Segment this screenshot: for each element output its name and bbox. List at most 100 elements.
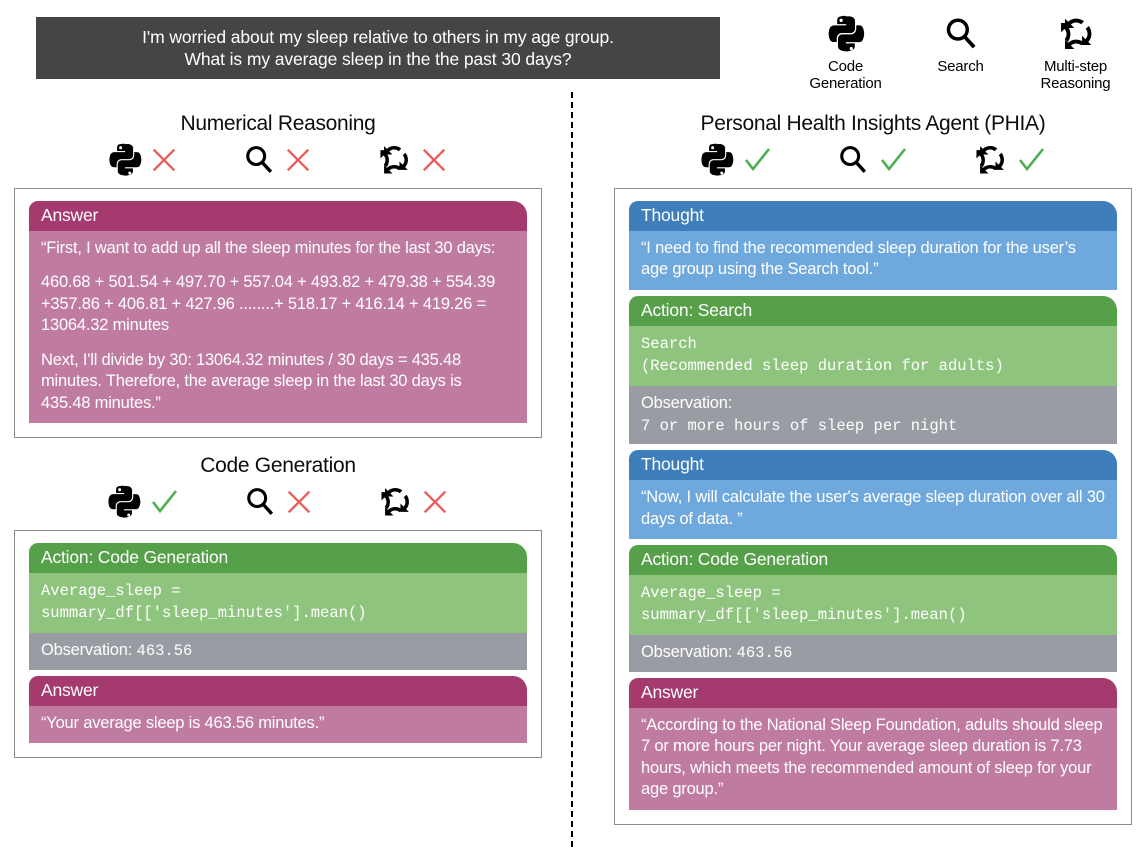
cross-icon: [284, 487, 314, 522]
answer-paragraph-1: “First, I want to add up all the sleep m…: [41, 239, 496, 257]
spacer: [41, 337, 515, 350]
capability-multistep-reasoning: [971, 141, 1047, 184]
python-icon: [107, 141, 143, 184]
thought-card-header: Thought: [629, 201, 1117, 231]
section-title-numerical-reasoning: Numerical Reasoning: [180, 112, 376, 135]
action-card: Action: Code Generation Average_sleep = …: [29, 543, 527, 670]
phia-panel: Thought “I need to find the recommended …: [614, 188, 1132, 825]
cross-icon: [420, 487, 450, 522]
legend-label-line-2: Reasoning: [1040, 74, 1111, 92]
observation-label: Observation:: [641, 393, 733, 412]
action-card-header: Action: Search: [629, 295, 1117, 326]
python-icon: [699, 141, 735, 184]
multistep-reasoning-icon: [376, 483, 414, 526]
legend-label-line-1: Search: [937, 58, 984, 75]
action-card-code: Average_sleep = summary_df[['sleep_minut…: [29, 573, 527, 634]
thought-card-header: Thought: [629, 450, 1117, 481]
observation-row: Observation: 463.56: [29, 633, 527, 670]
legend-item-code-generation: Code Generation: [788, 12, 903, 104]
observation-label: Observation:: [641, 643, 733, 662]
action-card-header: Action: Code Generation: [629, 545, 1117, 576]
question-banner: I'm worried about my sleep relative to o…: [36, 17, 720, 79]
action-card-code: Average_sleep = summary_df[['sleep_minut…: [629, 575, 1117, 636]
multistep-reasoning-icon: [375, 141, 413, 184]
python-icon: [106, 483, 142, 526]
capability-search: [242, 483, 314, 526]
answer-card: Answer “Your average sleep is 463.56 min…: [29, 675, 527, 743]
multistep-reasoning-icon: [1055, 12, 1097, 56]
thought-card-2: Thought “Now, I will calculate the user'…: [629, 450, 1117, 540]
capability-row-phia: [614, 136, 1132, 188]
cross-icon: [283, 145, 313, 180]
capability-row-code-generation: [14, 478, 542, 530]
observation-label: Observation:: [41, 641, 133, 660]
capability-python: [699, 141, 773, 184]
capability-multistep-reasoning: [375, 141, 449, 184]
cross-icon: [149, 145, 179, 180]
capability-search: [241, 141, 313, 184]
legend-item-multistep-reasoning: Multi-step Reasoning: [1018, 12, 1133, 104]
search-icon: [941, 12, 981, 56]
answer-card-header: Answer: [629, 677, 1117, 708]
section-title-code-generation: Code Generation: [200, 454, 356, 478]
section-title-phia: Personal Health Insights Agent (PHIA): [700, 112, 1046, 135]
code-line-1: Average_sleep =: [41, 582, 181, 601]
spacer: [41, 259, 515, 272]
answer-card-header: Answer: [29, 675, 527, 706]
answer-card-body: “Your average sleep is 463.56 minutes.”: [29, 705, 527, 743]
python-icon: [826, 12, 866, 56]
observation-row: Observation: 463.56: [629, 635, 1117, 672]
right-column: Personal Health Insights Agent (PHIA): [614, 112, 1132, 825]
question-line-2: What is my average sleep in the the past…: [184, 49, 572, 69]
answer-card: Answer “First, I want to add up all the …: [29, 201, 527, 424]
answer-paragraph-3: Next, I'll divide by 30: 13064.32 minute…: [41, 350, 462, 412]
tool-legend: Code Generation Search Multi-step Reason: [788, 12, 1133, 104]
code-generation-section: Code Generation: [14, 454, 542, 758]
legend-label-multistep-reasoning: Multi-step Reasoning: [1040, 58, 1111, 93]
observation-row: Observation: 7 or more hours of sleep pe…: [629, 385, 1117, 445]
legend-label-line-1: Code: [827, 58, 864, 75]
check-icon: [1015, 144, 1047, 181]
action-code-card: Action: Code Generation Average_sleep = …: [629, 545, 1117, 672]
answer-card-body: “According to the National Sleep Foundat…: [629, 707, 1117, 810]
legend-label-code-generation: Code Generation: [809, 58, 882, 93]
cross-icon: [419, 145, 449, 180]
column-divider: [571, 92, 573, 847]
legend-item-search: Search: [903, 12, 1018, 104]
legend-label-line-1: Multi-step: [1043, 58, 1107, 75]
code-line-2: summary_df[['sleep_minutes'].mean(): [41, 604, 367, 623]
action-card-header: Action: Code Generation: [29, 543, 527, 574]
legend-label-search: Search: [937, 58, 984, 76]
code-line-1: Average_sleep =: [641, 584, 781, 603]
legend-label-line-2: Generation: [809, 74, 882, 92]
observation-value: 463.56: [136, 642, 193, 661]
observation-value: 463.56: [736, 644, 793, 663]
code-generation-panel: Action: Code Generation Average_sleep = …: [14, 530, 542, 758]
answer-card: Answer “According to the National Sleep …: [629, 677, 1117, 810]
capability-python: [107, 141, 179, 184]
thought-card-body: “I need to find the recommended sleep du…: [629, 231, 1117, 290]
thought-card-1: Thought “I need to find the recommended …: [629, 201, 1117, 290]
numerical-reasoning-panel: Answer “First, I want to add up all the …: [14, 188, 542, 439]
capability-search: [835, 141, 909, 184]
left-column: Numerical Reasoning: [14, 112, 542, 758]
thought-card-body: “Now, I will calculate the user's averag…: [629, 480, 1117, 540]
action-search-card: Action: Search Search (Recommended sleep…: [629, 295, 1117, 445]
capability-row-numerical-reasoning: [14, 136, 542, 188]
answer-card-body: “First, I want to add up all the sleep m…: [29, 231, 527, 424]
check-icon: [741, 144, 773, 181]
search-icon: [241, 141, 277, 184]
code-line-2: (Recommended sleep duration for adults): [641, 356, 1004, 375]
code-line-2: summary_df[['sleep_minutes'].mean(): [641, 606, 967, 625]
multistep-reasoning-icon: [971, 141, 1009, 184]
search-icon: [242, 483, 278, 526]
code-line-1: Search: [641, 334, 697, 353]
capability-python: [106, 483, 180, 526]
search-icon: [835, 141, 871, 184]
check-icon: [148, 486, 180, 523]
capability-multistep-reasoning: [376, 483, 450, 526]
observation-value: 7 or more hours of sleep per night: [641, 417, 958, 436]
check-icon: [877, 144, 909, 181]
numerical-reasoning-section: Numerical Reasoning: [14, 112, 542, 439]
answer-paragraph-2: 460.68 + 501.54 + 497.70 + 557.04 + 493.…: [41, 273, 496, 335]
